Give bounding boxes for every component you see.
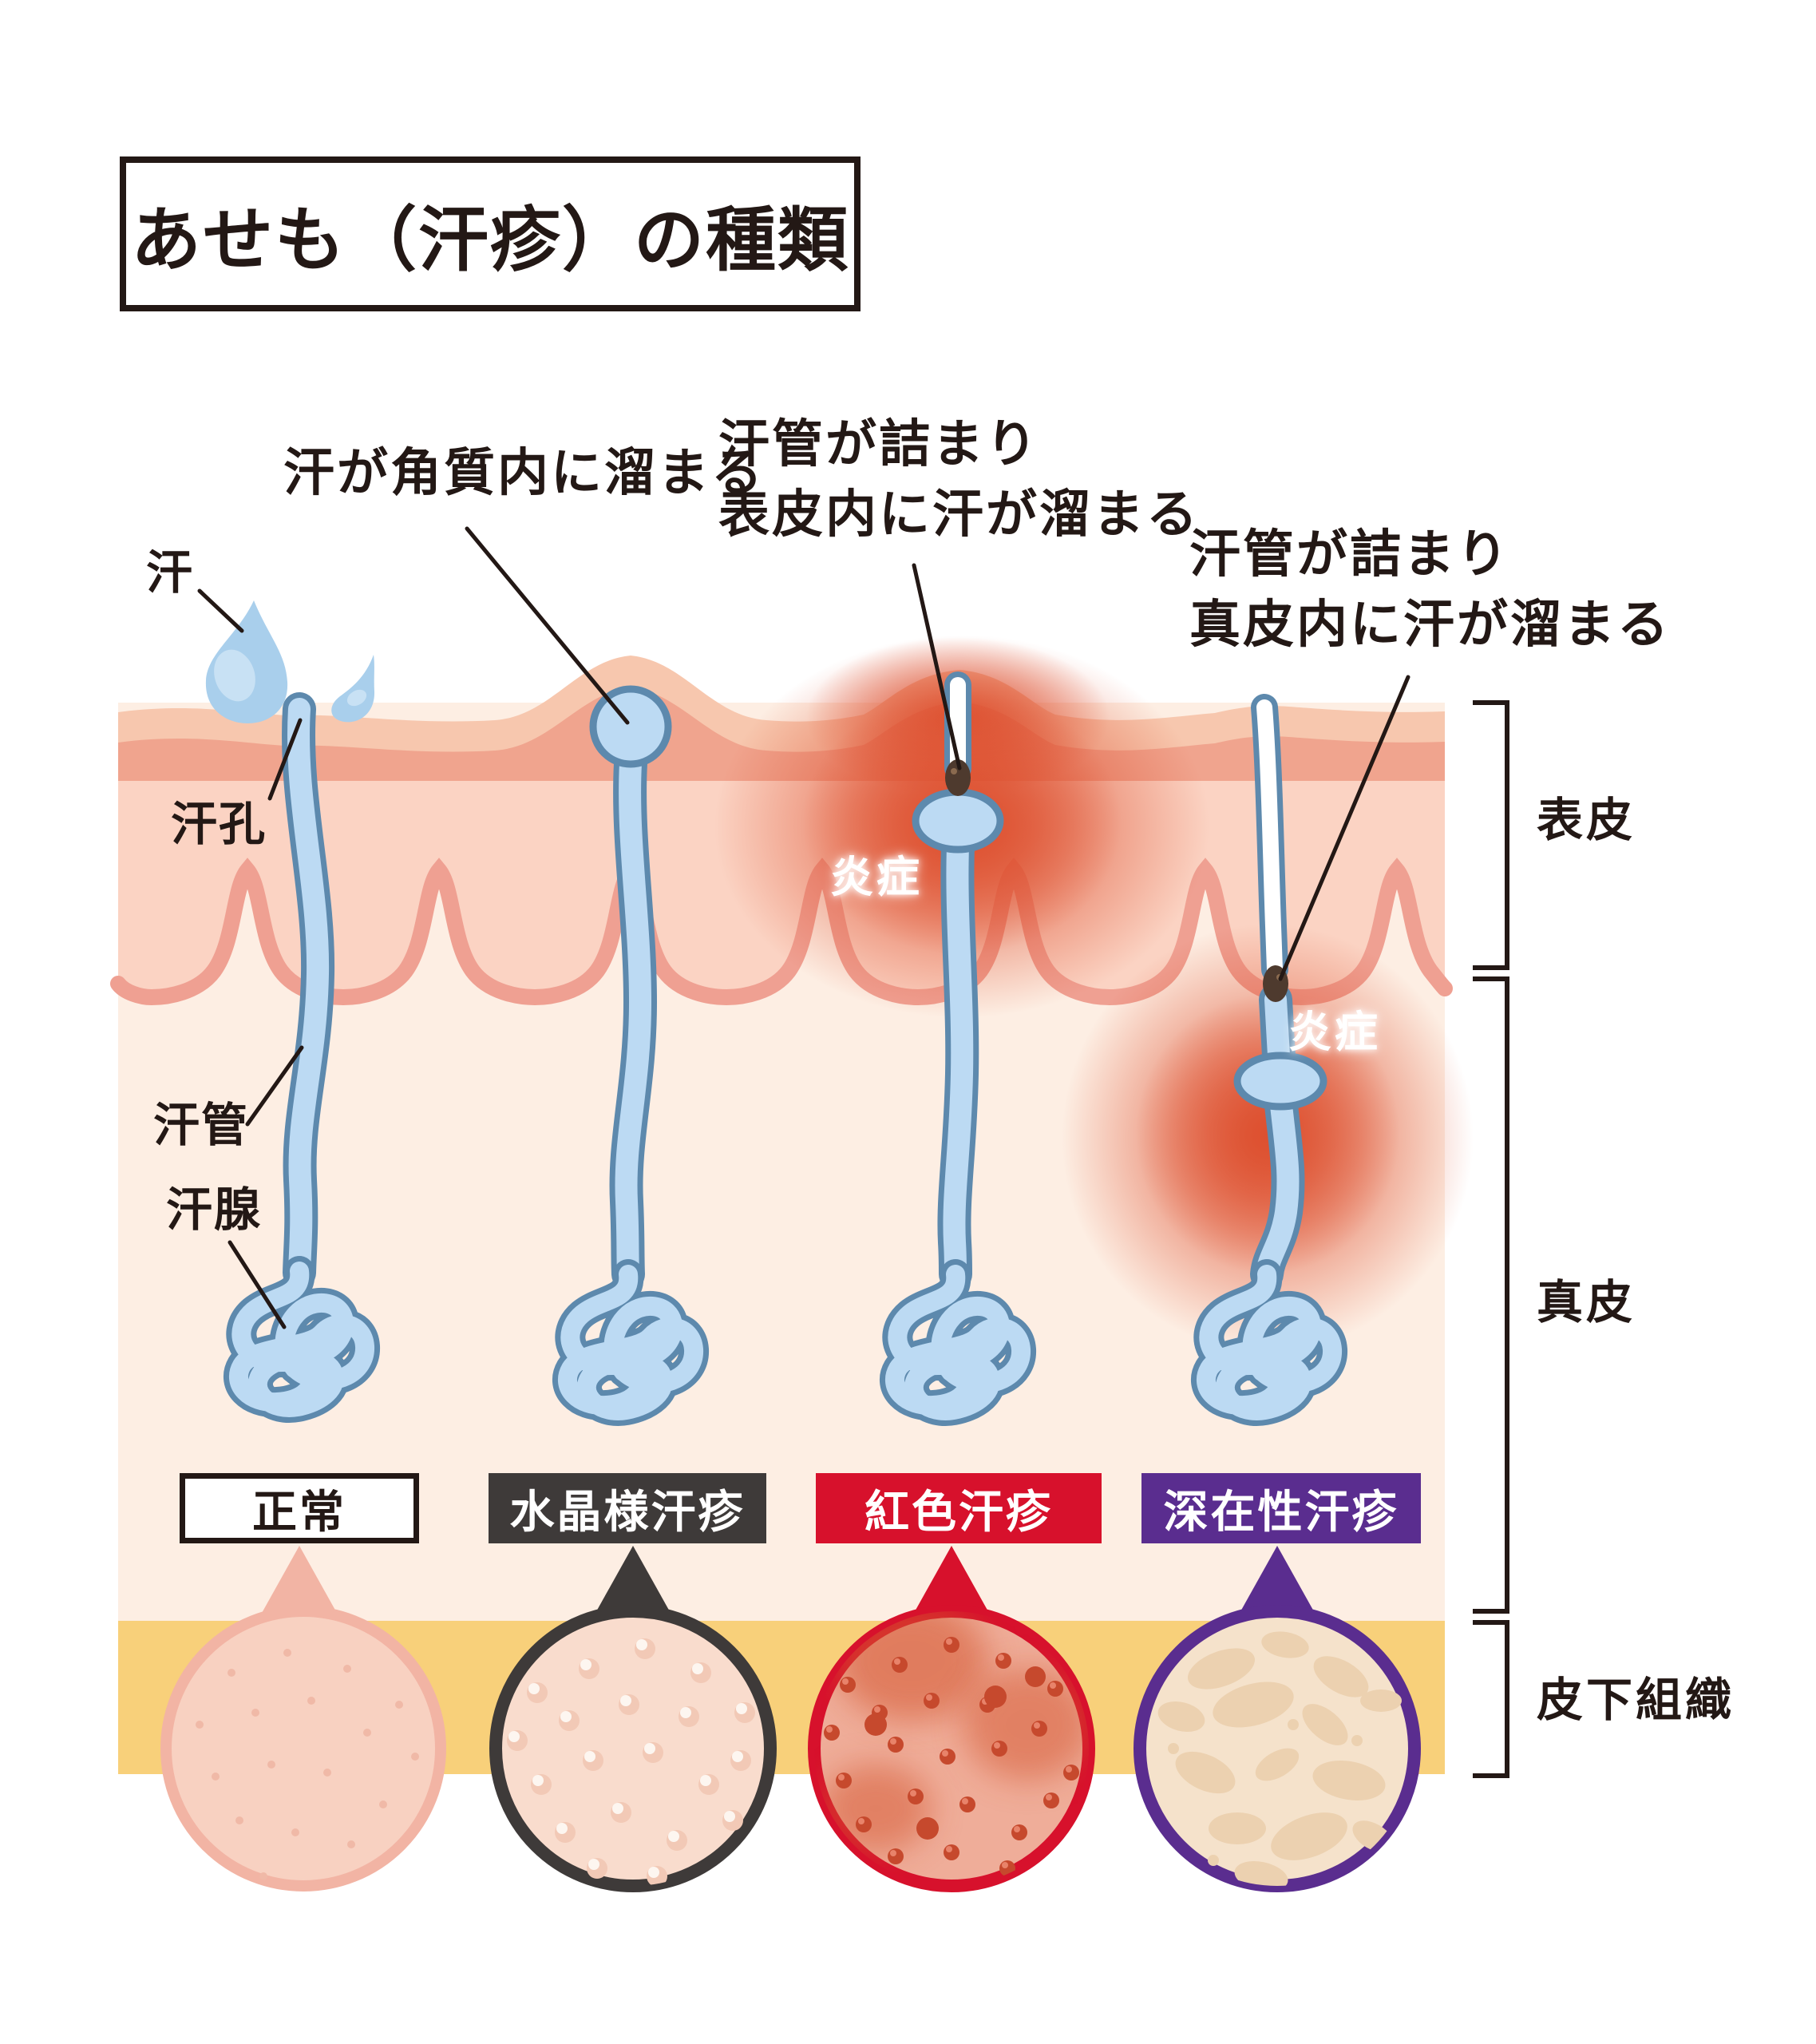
leader-duct bbox=[245, 1045, 304, 1127]
leader-pore bbox=[267, 718, 303, 801]
label-sweat-pore: 汗孔 bbox=[171, 798, 267, 850]
type-label: 深在性汗疹 bbox=[1163, 1486, 1399, 1537]
magnifier-normal bbox=[160, 1606, 446, 1891]
note-rubra: 汗管が詰まり 表皮内に汗が溜まる bbox=[718, 415, 1200, 544]
duct-profunda bbox=[1206, 694, 1332, 1411]
note-crystallina: 汗が角質内に溜まる bbox=[283, 444, 765, 501]
retained-sweat-vesicle bbox=[912, 788, 1004, 854]
duct-normal bbox=[239, 692, 365, 1408]
sweat-droplets bbox=[205, 600, 375, 723]
label-sweat-duct: 汗管 bbox=[153, 1099, 250, 1151]
magnifier-profunda bbox=[1134, 1605, 1421, 1892]
type-label: 正常 bbox=[252, 1486, 346, 1537]
pointer-normal bbox=[254, 1546, 345, 1627]
type-label: 紅色汗疹 bbox=[864, 1486, 1053, 1537]
duct-rubra bbox=[895, 671, 1021, 1411]
magnifier-crystallina bbox=[489, 1605, 777, 1892]
type-box-profunda: 深在性汗疹 bbox=[1141, 1473, 1421, 1543]
bracket-dermis bbox=[1473, 976, 1509, 1614]
deep-papule-texture bbox=[1157, 1631, 1402, 1886]
label-inflammation-dermis: 炎症 bbox=[1288, 1008, 1381, 1056]
type-label: 水晶様汗疹 bbox=[509, 1486, 746, 1537]
leader-rubra-note bbox=[912, 563, 962, 770]
page-title: あせも（汗疹）の種類 bbox=[130, 200, 849, 279]
retained-sweat-vesicle bbox=[1233, 1052, 1327, 1111]
leader-gland bbox=[227, 1240, 287, 1329]
type-box-crystallina: 水晶様汗疹 bbox=[489, 1473, 766, 1543]
label-sweat: 汗 bbox=[146, 547, 195, 599]
label-subcutaneous: 皮下組織 bbox=[1537, 1674, 1735, 1726]
leader-profunda-note bbox=[1278, 675, 1410, 981]
layer-brackets bbox=[1473, 700, 1509, 1778]
bracket-epidermis bbox=[1473, 700, 1509, 970]
sweat-drop-small bbox=[331, 655, 375, 723]
leader-crystallina-note bbox=[465, 526, 630, 725]
leader-lines bbox=[197, 526, 1410, 1329]
type-box-rubra: 紅色汗疹 bbox=[816, 1473, 1102, 1543]
leader-sweat bbox=[197, 588, 244, 633]
note-profunda: 汗管が詰まり 真皮内に汗が溜まる bbox=[1189, 525, 1671, 654]
duct-crystallina bbox=[568, 685, 694, 1411]
type-box-normal: 正常 bbox=[180, 1473, 419, 1543]
duct-plug bbox=[945, 759, 971, 796]
retained-sweat-vesicle bbox=[589, 685, 672, 768]
bracket-subcutaneous bbox=[1473, 1620, 1509, 1778]
label-inflammation-epidermis: 炎症 bbox=[830, 854, 923, 901]
label-epidermis: 表皮 bbox=[1537, 794, 1636, 846]
label-sweat-gland: 汗腺 bbox=[166, 1184, 263, 1236]
rash-texture bbox=[820, 1611, 1089, 1876]
texture-dots bbox=[196, 1649, 419, 1880]
magnifier-rubra bbox=[808, 1605, 1095, 1892]
label-dermis: 真皮 bbox=[1537, 1277, 1636, 1329]
title-box: あせも（汗疹）の種類 bbox=[120, 156, 861, 311]
